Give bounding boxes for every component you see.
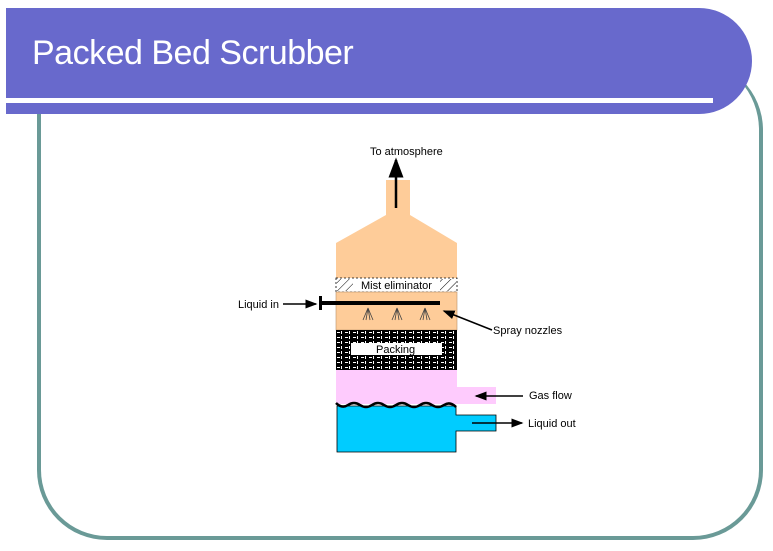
spray-nozzle-icons	[362, 307, 431, 321]
label-spray-nozzles: Spray nozzles	[493, 325, 563, 337]
tower-hood	[336, 180, 457, 278]
label-mist-eliminator: Mist eliminator	[361, 280, 432, 292]
mist-hatch-left	[337, 279, 353, 291]
label-liquid-in: Liquid in	[238, 299, 279, 311]
label-gas-flow: Gas flow	[529, 390, 572, 402]
liquid-surface-wave	[335, 401, 457, 409]
mist-hatch-right	[440, 279, 456, 291]
mist-eliminator	[335, 277, 458, 293]
slide-frame	[37, 60, 763, 540]
title-bar	[6, 8, 752, 114]
gas-inlet-section	[336, 370, 496, 404]
liquid-header-pipe	[320, 301, 440, 305]
title-underline	[6, 98, 713, 103]
label-to-atmosphere: To atmosphere	[370, 146, 443, 158]
spray-nozzles-arrow	[442, 310, 493, 331]
label-liquid-out: Liquid out	[528, 418, 576, 430]
liquid-sump	[336, 405, 497, 453]
slide-title: Packed Bed Scrubber	[32, 34, 354, 72]
pipe-flange	[319, 296, 322, 310]
packing-label-box	[351, 343, 442, 355]
label-packing: Packing	[376, 344, 415, 356]
